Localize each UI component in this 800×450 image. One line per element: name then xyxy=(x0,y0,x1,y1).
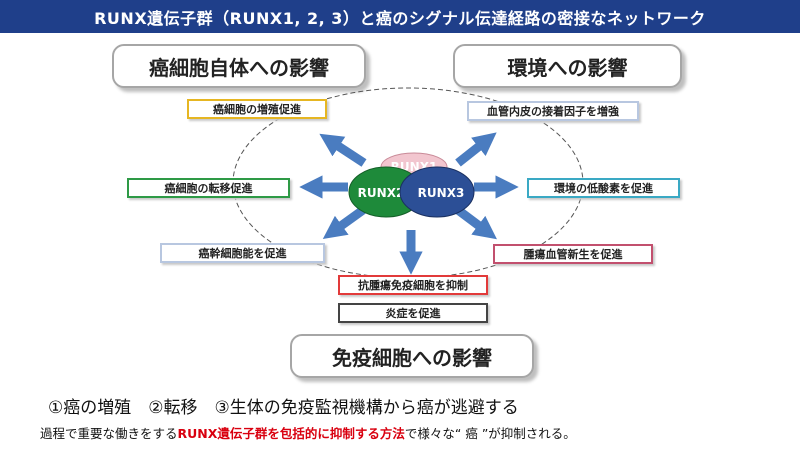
heading-cancer-cell-label: 癌細胞自体への影響 xyxy=(149,55,329,80)
summary-line-1-text: ①癌の増殖 ②転移 ③生体の免疫監視機構から癌が逃避する xyxy=(48,398,519,418)
box-antitumor-immunity-label: 抗腫瘍免疫細胞を抑制 xyxy=(358,279,468,292)
runx2-label: RUNX2 xyxy=(358,186,405,200)
runx3-ellipse xyxy=(399,166,475,218)
box-proliferation: 癌細胞の増殖促進 xyxy=(187,99,327,119)
box-stemness: 癌幹細胞能を促進 xyxy=(160,243,325,263)
runx3-label: RUNX3 xyxy=(418,186,465,200)
arrow-to-stemness xyxy=(322,206,366,239)
summary-line-2-pre: 過程で重要な働きをする xyxy=(40,426,178,441)
summary-line-2: 過程で重要な働きをするRUNX遺伝子群を包括的に抑制する方法で様々な“ 癌 ”が… xyxy=(40,423,576,442)
box-adhesion: 血管内皮の接着因子を増強 xyxy=(467,101,639,121)
summary-line-1: ①癌の増殖 ②転移 ③生体の免疫監視機構から癌が逃避する xyxy=(48,393,519,418)
heading-cancer-cell: 癌細胞自体への影響 xyxy=(112,44,366,88)
box-angiogenesis: 腫瘍血管新生を促進 xyxy=(493,244,653,264)
heading-environment-label: 環境への影響 xyxy=(507,55,628,80)
summary-line-2-post: で様々な“ 癌 ”が抑制される。 xyxy=(404,426,576,441)
box-inflammation: 炎症を促進 xyxy=(338,303,488,323)
arrow-to-angiogenesis xyxy=(455,206,497,240)
page-title: RUNX遺伝子群（RUNX1, 2, 3）と癌のシグナル伝達経路の密接なネットワ… xyxy=(94,8,706,28)
box-angiogenesis-label: 腫瘍血管新生を促進 xyxy=(523,248,623,261)
heading-immune-cell: 免疫細胞への影響 xyxy=(290,334,534,378)
box-antitumor-immunity: 抗腫瘍免疫細胞を抑制 xyxy=(338,275,488,295)
box-adhesion-label: 血管内皮の接着因子を増強 xyxy=(487,105,619,118)
box-inflammation-label: 炎症を促進 xyxy=(385,307,441,320)
box-metastasis: 癌細胞の転移促進 xyxy=(127,178,290,198)
heading-immune-cell-label: 免疫細胞への影響 xyxy=(332,345,492,370)
arrows-group xyxy=(299,132,519,275)
box-hypoxia: 環境の低酸素を促進 xyxy=(527,178,680,198)
heading-environment: 環境への影響 xyxy=(453,44,682,88)
title-bar: RUNX遺伝子群（RUNX1, 2, 3）と癌のシグナル伝達経路の密接なネットワ… xyxy=(0,0,800,33)
box-stemness-label: 癌幹細胞能を促進 xyxy=(198,247,287,260)
summary-line-2-highlight: RUNX遺伝子群を包括的に抑制する方法 xyxy=(177,426,405,441)
box-proliferation-label: 癌細胞の増殖促進 xyxy=(213,103,301,116)
arrow-to-proliferation xyxy=(319,133,367,167)
box-metastasis-label: 癌細胞の転移促進 xyxy=(164,182,253,195)
arrow-to-adhesion xyxy=(455,132,497,167)
box-hypoxia-label: 環境の低酸素を促進 xyxy=(554,182,653,195)
